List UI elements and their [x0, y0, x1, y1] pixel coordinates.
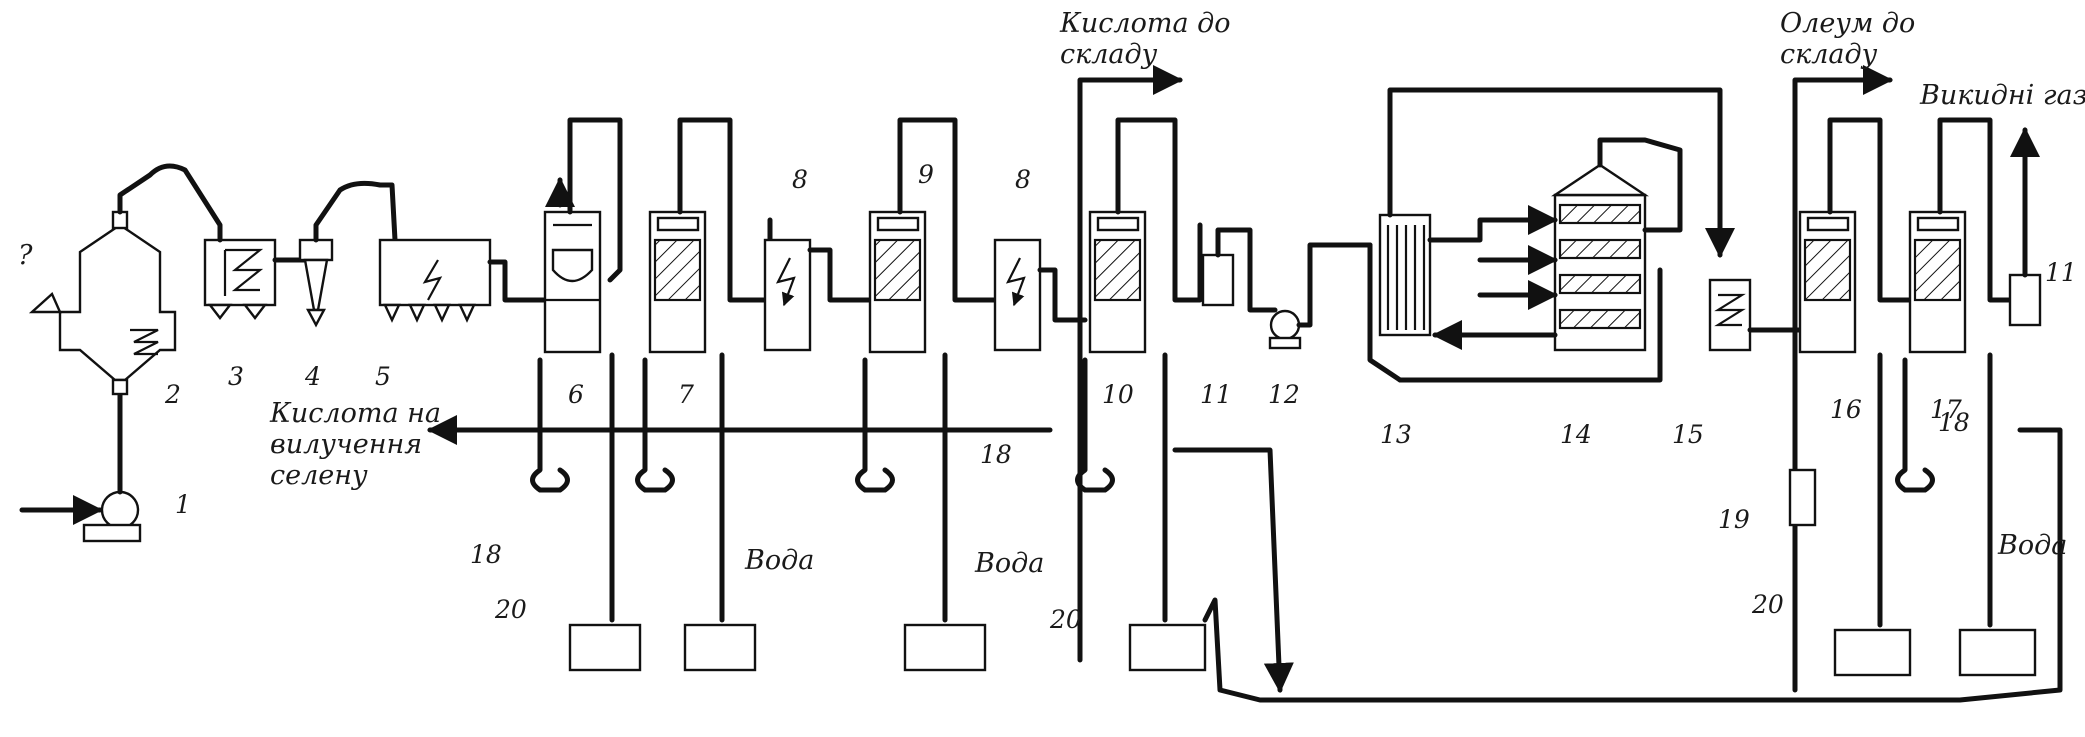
acid-collectors-20	[568, 352, 2037, 677]
water-label-3: Вода	[1998, 530, 2068, 561]
number-13: 13	[1380, 420, 1412, 449]
air-blower-1	[19, 392, 142, 543]
number-15: 15	[1672, 420, 1704, 449]
number-10: 10	[1102, 380, 1134, 409]
number-12: 12	[1268, 380, 1300, 409]
number-8b: 8	[1015, 165, 1031, 194]
number-8a: 8	[792, 165, 808, 194]
spray-catcher-11a	[1201, 227, 1278, 313]
water-label-2: Вода	[975, 548, 1045, 579]
number-19: 19	[1718, 505, 1750, 534]
cooler-19	[1788, 468, 1817, 527]
water-label-1: Вода	[745, 545, 815, 576]
number-3: 3	[228, 362, 244, 391]
number-11b: 11	[2045, 258, 2077, 287]
number-4: 4	[305, 362, 321, 391]
gas-blower-12	[1268, 242, 1373, 350]
cyclone-4	[298, 180, 398, 328]
number-20a: 20	[495, 595, 527, 624]
exhaust-gases-label: Викидні гази	[1920, 80, 2085, 111]
wet-electrostatic-precipitator-8a	[763, 238, 873, 352]
monohydrate-absorber-17	[1908, 117, 2013, 354]
wet-electrostatic-precipitator-8b	[993, 238, 1088, 352]
number-18a: 18	[470, 540, 502, 569]
contact-apparatus-14	[1427, 137, 1683, 352]
number-20c: 20	[1752, 590, 1784, 619]
drying-tower-9	[868, 117, 1003, 354]
number-20b: 20	[1050, 605, 1082, 634]
number-18c: 18	[1938, 408, 1970, 437]
oleum-absorber-16	[1792, 65, 1913, 693]
washing-tower-6	[543, 117, 623, 354]
washing-tower-7	[648, 117, 773, 354]
number-1: 1	[175, 490, 191, 519]
number-6: 6	[568, 380, 584, 409]
number-18b: 18	[980, 440, 1012, 469]
number-14: 14	[1560, 420, 1592, 449]
electrostatic-precipitator-5	[378, 238, 548, 323]
question-mark-label: ?	[18, 240, 33, 271]
acid-coolers-18	[530, 357, 1935, 493]
number-2: 2	[165, 380, 181, 409]
heat-exchanger-13	[1367, 87, 1735, 383]
return-lines	[427, 415, 2063, 703]
number-11a: 11	[1200, 380, 1232, 409]
gas-cooler-15	[1708, 278, 1803, 352]
drying-tower-10	[1077, 65, 1203, 663]
number-5: 5	[375, 362, 391, 391]
number-16: 16	[1830, 395, 1862, 424]
number-17: 17	[1930, 395, 1962, 424]
spray-catcher-11b	[2008, 127, 2042, 327]
number-7: 7	[678, 380, 694, 409]
waste-heat-boiler-3	[117, 163, 313, 320]
number-9: 9	[918, 160, 934, 189]
roasting-furnace-2	[28, 210, 177, 396]
